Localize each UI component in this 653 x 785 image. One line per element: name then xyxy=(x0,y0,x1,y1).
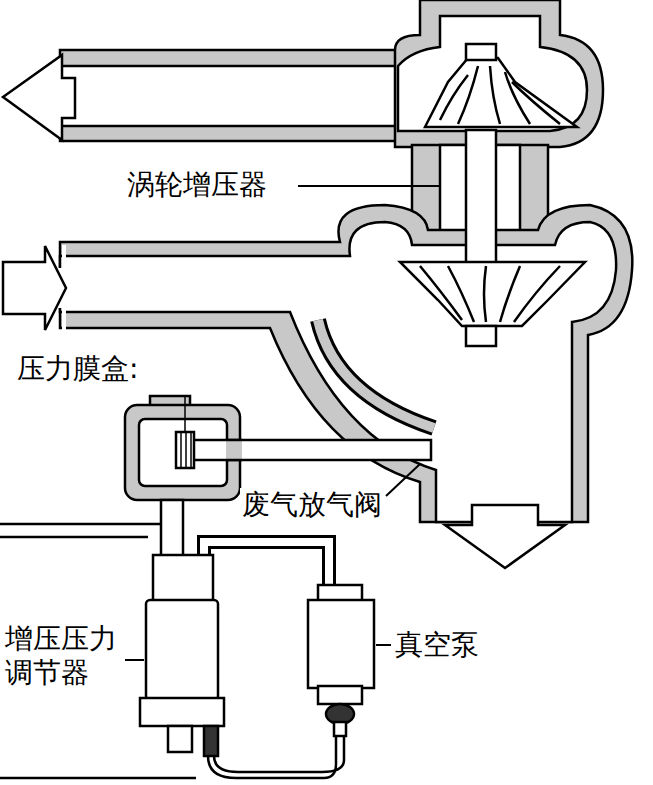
pressure-capsule xyxy=(184,396,186,432)
compressor-wheel xyxy=(505,72,530,124)
pressure-capsule xyxy=(193,440,431,460)
turbine-housing xyxy=(318,320,434,428)
electric-wire xyxy=(0,736,344,778)
turbine-housing xyxy=(0,245,66,330)
boost-pressure-regulator xyxy=(161,500,183,558)
compressor-wheel xyxy=(466,44,496,60)
intake-manifold-pipe xyxy=(0,524,160,537)
compressor-outlet-pipe xyxy=(60,50,400,66)
turbine-wheel xyxy=(466,130,496,270)
intake-manifold-pipe xyxy=(0,536,148,539)
compressor-wheel xyxy=(512,82,560,124)
pressure-capsule xyxy=(190,432,192,468)
pressure-capsule xyxy=(226,439,242,442)
boost-pressure-regulator xyxy=(146,600,218,700)
vacuum-pump xyxy=(308,600,374,688)
pressure-capsule xyxy=(185,432,187,468)
compressor-wheel xyxy=(425,44,577,127)
pressure-capsule xyxy=(226,440,242,460)
turbine-housing xyxy=(3,246,66,330)
pressure-capsule xyxy=(125,396,431,500)
boost-pressure-regulator xyxy=(204,726,218,756)
compressor-housing xyxy=(395,0,603,147)
leader-line xyxy=(122,186,440,660)
vacuum-line xyxy=(204,542,329,590)
electric-wire xyxy=(214,736,344,772)
compressor-housing xyxy=(398,16,587,131)
part-label: 真空泵 xyxy=(393,628,481,662)
turbine-housing xyxy=(318,320,434,428)
vacuum-pump xyxy=(308,585,374,736)
compressor-housing xyxy=(395,0,603,147)
vacuum-pump xyxy=(318,686,362,704)
vacuum-line xyxy=(204,542,329,590)
pressure-capsule xyxy=(150,396,190,405)
turbine-housing xyxy=(0,205,632,522)
compressor-wheel xyxy=(490,66,500,124)
pressure-capsule xyxy=(176,432,194,468)
part-label: 废气放气阀 xyxy=(240,488,384,522)
turbine-wheel xyxy=(514,266,560,322)
turbine-housing xyxy=(60,205,632,522)
part-label: 增压压力 调节器 xyxy=(3,622,125,689)
exhaust-arrow xyxy=(445,505,565,568)
leader-line xyxy=(122,659,144,661)
vacuum-pump xyxy=(334,722,346,736)
compressor-outlet-pipe xyxy=(60,126,400,141)
boost-pressure-regulator xyxy=(153,555,213,603)
compressor-outlet-pipe xyxy=(3,50,400,141)
compressor-outlet-pipe xyxy=(3,55,75,140)
turbine-wheel xyxy=(400,130,585,346)
exhaust-arrow xyxy=(445,505,565,568)
turbine-wheel xyxy=(448,266,474,322)
compressor-wheel xyxy=(458,66,478,124)
turbine-housing xyxy=(60,222,616,522)
vacuum-line xyxy=(204,542,329,590)
boost-pressure-regulator xyxy=(168,726,192,752)
leader-line xyxy=(386,464,420,496)
boost-pressure-regulator xyxy=(140,500,224,756)
turbine-wheel xyxy=(500,266,520,322)
turbine-wheel xyxy=(466,326,496,346)
compressor-wheel xyxy=(425,58,577,127)
leader-line xyxy=(298,185,440,187)
part-label: 压力膜盒: xyxy=(15,352,140,386)
pressure-capsule xyxy=(226,459,242,462)
boost-pressure-regulator xyxy=(140,698,224,726)
turbine-wheel xyxy=(400,262,585,326)
turbine-wheel xyxy=(420,266,462,320)
turbine-wheel xyxy=(484,266,486,322)
pressure-capsule xyxy=(180,432,182,468)
intake-manifold-pipe xyxy=(0,523,160,526)
leader-line xyxy=(376,644,391,646)
part-label: 涡轮增压器 xyxy=(125,168,269,202)
electric-wire xyxy=(0,777,196,780)
